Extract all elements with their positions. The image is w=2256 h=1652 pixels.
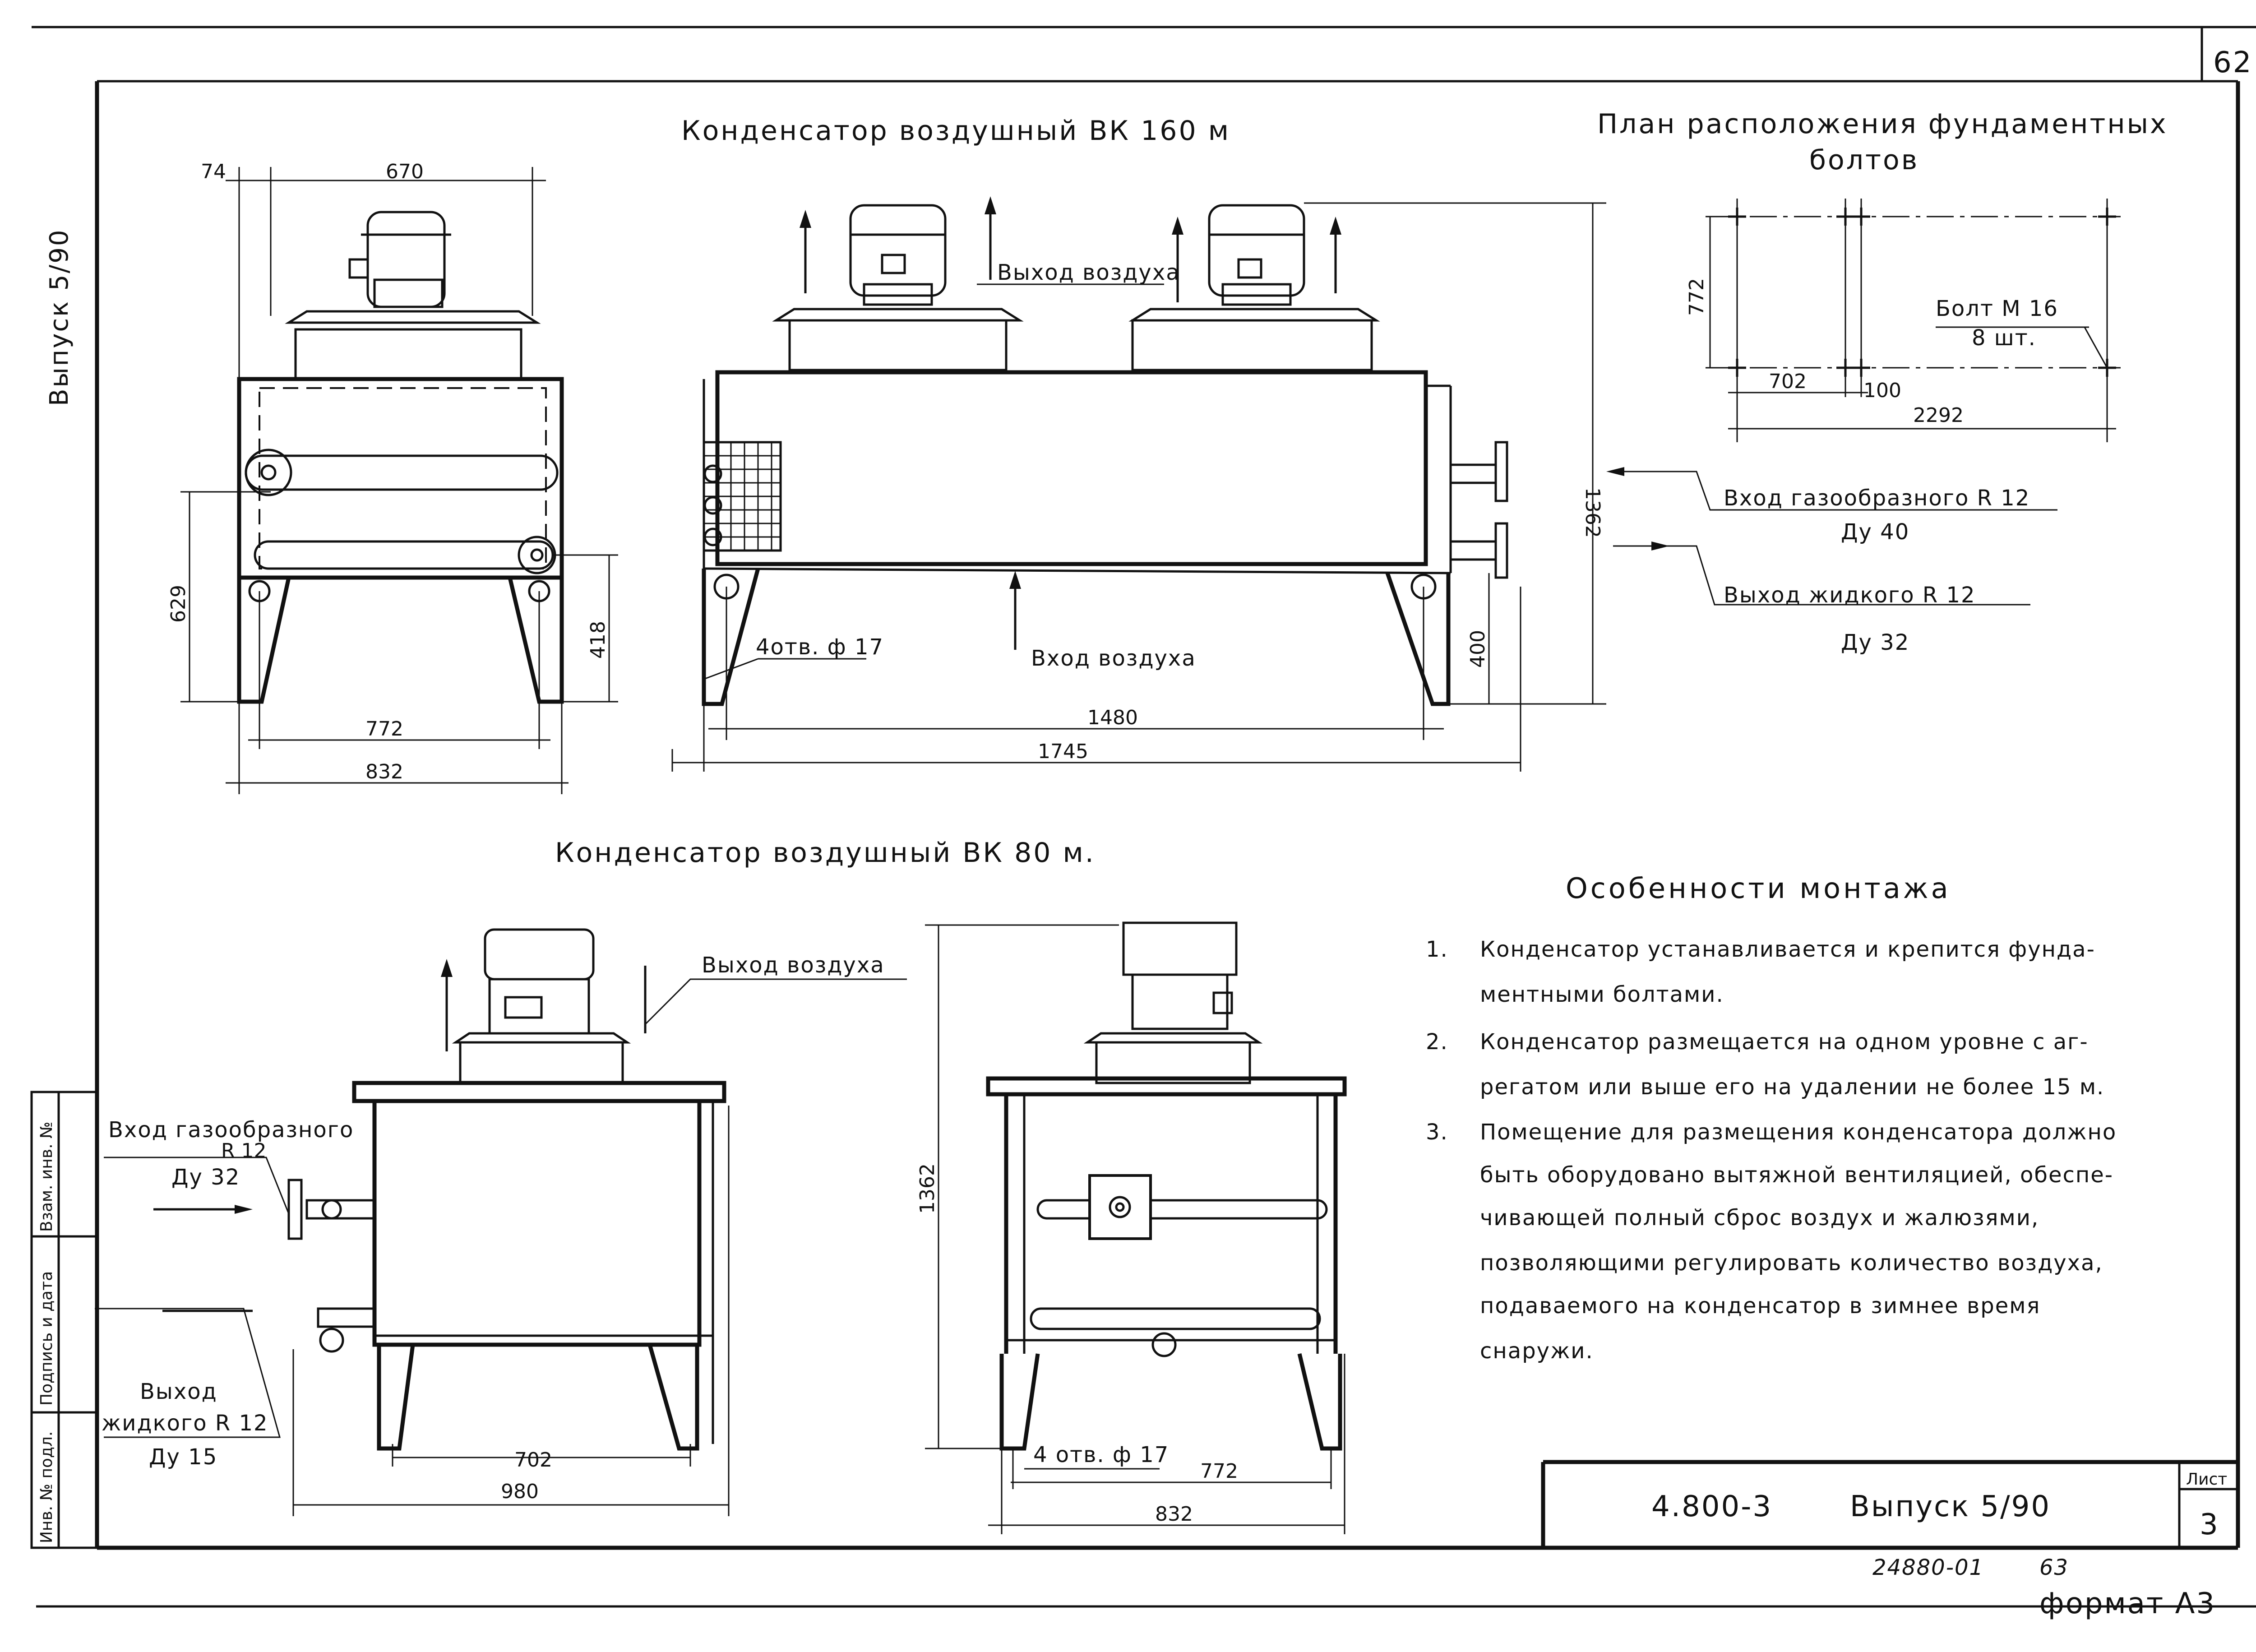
vk80-dim-702: 702 [514, 1448, 552, 1472]
note-1-number: 1. [1426, 937, 1448, 962]
strip-vzam: Взам. инв. № [37, 1122, 56, 1232]
vk80-title: Конденсатор воздушный ВК 80 м. [555, 837, 1096, 869]
note-2-line-2: регатом или выше его на удалении не боле… [1480, 1074, 2104, 1100]
note-3-line-3: чивающей полный сброс воздух и жалюзями, [1480, 1205, 2039, 1231]
stamp-sheet-number: 3 [2200, 1508, 2219, 1541]
vk160-air-in: Вход воздуха [1031, 646, 1196, 671]
vk160-dim-1362: 1362 [1581, 487, 1604, 538]
left-strip: Инв. № подл. Подпись и дата Взам. инв. № [30, 1091, 98, 1549]
note-1-line-1: Конденсатор устанавливается и крепится ф… [1480, 937, 2095, 962]
plan-dim-2292: 2292 [1913, 404, 1964, 427]
vk80-holes: 4 отв. ф 17 [1033, 1442, 1169, 1467]
note-1-line-2: ментными болтами. [1480, 982, 1724, 1007]
archive-page: 63 [2039, 1555, 2069, 1580]
title-block [1541, 1460, 2238, 1548]
vk160-dim-670: 670 [386, 160, 424, 183]
vk160-liquid-out: Выход жидкого R 12 [1724, 583, 1976, 608]
notes-list: 1. Конденсатор устанавливается и крепитс… [1426, 937, 2117, 1364]
vk160-air-out: Выход воздуха [997, 260, 1180, 285]
note-3-line-4: позволяющими регулировать количество воз… [1480, 1250, 2103, 1276]
plan-dim-702: 702 [1769, 370, 1807, 393]
archive-number: 24880-01 [1872, 1555, 1984, 1580]
plan-dim-772: 772 [1685, 278, 1708, 316]
vk80-dim-980: 980 [501, 1480, 539, 1503]
sheet-frame [32, 26, 2256, 1608]
vk80-gas-in-dn: Ду 32 [171, 1165, 240, 1190]
note-3-line-5: подаваемого на конденсатор в зимнее врем… [1480, 1293, 2040, 1319]
plan-bolt-qty: 8 шт. [1972, 325, 2036, 351]
note-2-number: 2. [1426, 1029, 1448, 1055]
vk160-title: Конденсатор воздушный ВК 160 м [681, 115, 1230, 147]
vk160-dim-629: 629 [167, 585, 190, 623]
note-3-number: 3. [1426, 1120, 1448, 1145]
vk160-dim-772: 772 [365, 717, 403, 740]
stamp-sheet-label: Лист [2186, 1470, 2227, 1489]
vk80-air-out: Выход воздуха [702, 953, 885, 978]
plan-title-2: болтов [1809, 144, 1919, 176]
stamp-issue: Выпуск 5/90 [1850, 1490, 2051, 1523]
vk80-front-view [925, 921, 1347, 1534]
note-3-line-2: быть оборудовано вытяжной вентиляцией, о… [1480, 1162, 2113, 1188]
plan-dim-100: 100 [1863, 379, 1901, 402]
notes-title: Особенности монтажа [1566, 872, 1951, 905]
vk160-dim-74: 74 [201, 160, 226, 183]
note-3-line-1: Помещение для размещения конденсатора до… [1480, 1120, 2117, 1145]
vk160-dim-1745: 1745 [1038, 740, 1088, 763]
vk160-dim-832: 832 [365, 760, 403, 783]
strip-inv-podl: Инв. № подл. [37, 1431, 56, 1543]
format-label: формат А3 [2039, 1587, 2216, 1620]
side-series: Выпуск 5/90 [45, 228, 74, 406]
vk80-side-view [95, 928, 907, 1516]
vk160-liquid-out-dn: Ду 32 [1841, 630, 1909, 655]
vk160-side-view [180, 167, 618, 794]
vk160-holes: 4отв. ф 17 [756, 634, 884, 660]
plan-bolt: Болт М 16 [1936, 296, 2058, 321]
bolt-plan [1706, 199, 2121, 442]
page-number: 62 [2213, 46, 2252, 79]
note-3-line-6: снаружи. [1480, 1338, 1594, 1364]
vk80-gas-in-2: R 12 [221, 1139, 267, 1162]
coil-hatch [703, 441, 782, 552]
vk80-gas-in-1: Вход газообразного [108, 1117, 354, 1143]
vk80-dim-832: 832 [1155, 1503, 1193, 1526]
vk80-dim-772: 772 [1200, 1460, 1238, 1483]
vk160-dim-418: 418 [587, 621, 610, 659]
vk80-dim-1362: 1362 [916, 1163, 939, 1214]
stamp-code: 4.800-3 [1651, 1490, 1772, 1523]
vk160-dim-400: 400 [1466, 630, 1489, 668]
vk80-liquid-out-1: Выход [140, 1379, 217, 1404]
vk160-gas-in: Вход газообразного R 12 [1724, 486, 2030, 511]
vk160-front-view [671, 196, 2057, 772]
note-2-line-1: Конденсатор размещается на одном уровне … [1480, 1029, 2089, 1055]
vk160-gas-in-dn: Ду 40 [1841, 519, 1909, 545]
vk80-liquid-out-2: жидкого R 12 [102, 1411, 268, 1436]
strip-podpis: Подпись и дата [37, 1271, 56, 1406]
bolt-marks [1728, 208, 2116, 377]
vk160-dim-1480: 1480 [1087, 706, 1138, 729]
plan-title-1: План расположения фундаментных [1597, 108, 2168, 140]
vk80-liquid-out-dn: Ду 15 [149, 1444, 217, 1470]
